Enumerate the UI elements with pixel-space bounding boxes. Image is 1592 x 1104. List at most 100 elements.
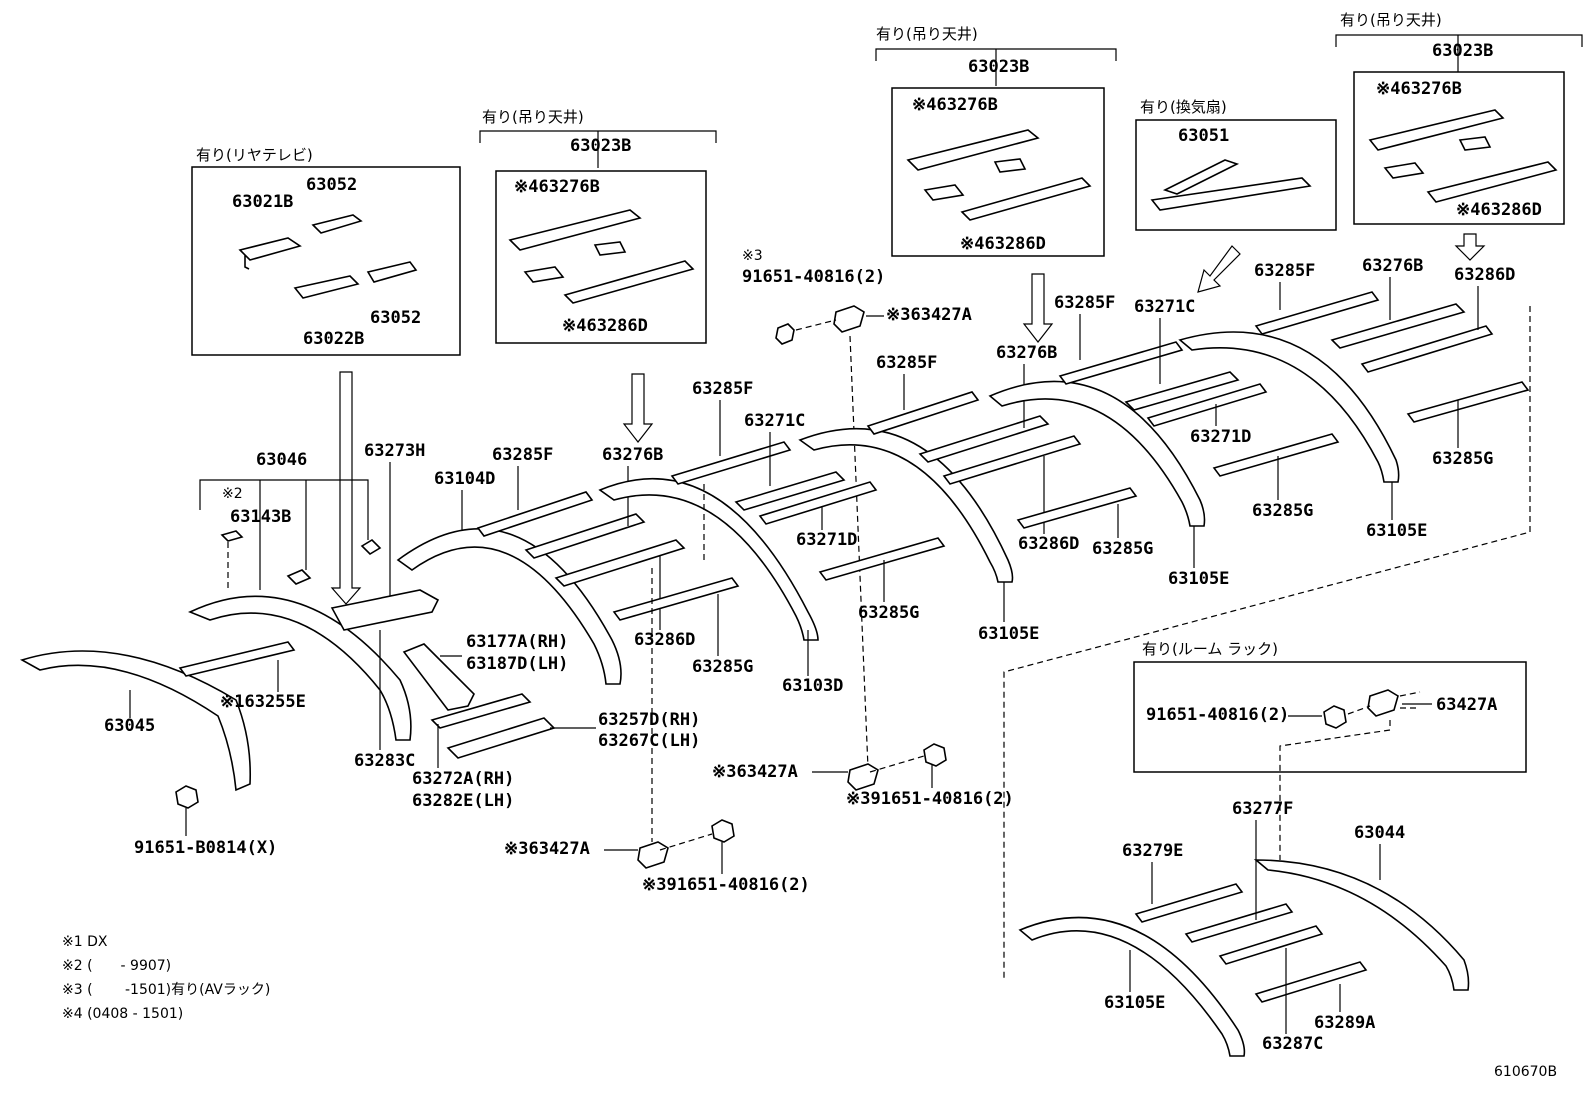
part-63286D-shape [960,177,1092,221]
dash-outline [1003,306,1531,980]
label-63052-b: 63052 [370,308,421,328]
part-63286D-shape [1360,325,1494,373]
spacer-shape [523,241,627,283]
part-63272A-shape [430,693,532,729]
bolt-icon [711,819,735,843]
label-63105E-4: 63105E [1104,993,1165,1013]
label-63045: 63045 [104,716,155,736]
group-roof-rack: 有り(ルーム ラック) 91651-40816(2) 63427A [1133,640,1527,860]
label-note-2: ※2 [222,486,243,502]
part-63285F-shape [476,491,594,537]
dash-line [849,335,869,769]
label-63286D-box2: ※463286D [960,234,1046,254]
label-63104D: 63104D [434,469,495,489]
label-63105E-2: 63105E [1168,569,1229,589]
group-label-hanging-ceiling-1: 有り(吊り天井) [482,108,584,126]
clip-shape [286,569,312,585]
label-63272A: 63272A(RH) [412,769,514,789]
label-63276B-3: 63276B [1362,256,1423,276]
group-label-hanging-ceiling-3: 有り(吊り天井) [1340,11,1442,29]
label-63285G-3: 63285G [1092,539,1153,559]
label-63427A-top: ※363427A [886,305,972,325]
label-63143B: 63143B [230,507,291,527]
label-63427A-low: ※363427A [504,839,590,859]
note-1: ※1 DX [62,934,108,950]
label-63105E-3: 63105E [1366,521,1427,541]
label-63279E: 63279E [1122,841,1183,861]
label-63273H: 63273H [364,441,425,461]
label-63255E: ※163255E [220,692,306,712]
label-63282E: 63282E(LH) [412,791,514,811]
label-bolt-mid: ※391651-40816(2) [846,789,1014,809]
label-63022B: 63022B [303,329,364,349]
label-63285F-1: 63285F [492,445,553,465]
label-63044: 63044 [1354,823,1405,843]
part-63021B-shape [238,237,302,270]
label-63289A: 63289A [1314,1013,1375,1033]
group-box-roof-rack [1133,661,1527,773]
group-box-hanging-ceiling-1 [495,170,707,344]
arrow-down-icon [622,373,654,443]
label-63286D-box1: ※463286D [562,316,648,336]
label-63286D-top: 63286D [1454,265,1515,285]
label-63285F-4: 63285F [1054,293,1115,313]
part-63286D-shape [942,435,1082,485]
group-label-rear-tv: 有り(リヤテレビ) [196,146,313,164]
label-63286D-1: 63286D [634,630,695,650]
part-63276B-shape [508,209,642,251]
label-63271D-1: 63271D [796,530,857,550]
label-63427A-rack: 63427A [1436,695,1497,715]
label-63286D-2: 63286D [1018,534,1079,554]
part-63052-shape-a [311,214,363,234]
part-63255E-shape [178,641,296,677]
label-63285F-5: 63285F [1254,261,1315,281]
part-63285G-shape [818,537,946,581]
part-63277F-shape [1184,903,1294,943]
dash-line [795,319,837,331]
label-63285G-2: 63285G [858,603,919,623]
bolt-icon [923,743,947,767]
part-63285F-shape [1254,291,1380,335]
lower-right-parts: 63105E 63044 63279E 63277F 63289A 63287C [1018,799,1470,1057]
label-63046: 63046 [256,450,307,470]
label-bolt-rack: 91651-40816(2) [1146,705,1289,725]
part-63271C-shape [1124,371,1240,411]
bracket-icon [1367,689,1399,717]
label-63276B-box1: ※463276B [514,177,600,197]
part-63105E-shape [1018,916,1246,1057]
group-box-hanging-ceiling-2 [891,87,1105,257]
part-63271D-shape [1146,383,1268,427]
part-63276B-shape [918,415,1050,463]
part-63276B-shape [524,513,646,559]
label-63271D-2: 63271D [1190,427,1251,447]
label-note-3: ※3 [742,248,763,264]
part-63105E-shape [1178,331,1400,483]
label-63103D: 63103D [782,676,843,696]
bracket-line [1335,34,1583,47]
part-63285G-shape [1212,433,1340,477]
group-box-hanging-ceiling-3 [1353,71,1565,225]
part-63044-shape [1253,859,1470,991]
bracket-icon [833,305,865,333]
part-63279E-shape [1134,883,1244,923]
part-63022B-shape [293,275,360,299]
clip-shape [360,538,382,556]
label-63286D-box3: ※463286D [1456,200,1542,220]
group-box-rear-tv [191,166,461,356]
part-63105E-shape [798,427,1014,583]
label-bolt-low: ※391651-40816(2) [642,875,810,895]
label-bolt-top: 91651-40816(2) [742,267,885,287]
group-label-hanging-ceiling-2: 有り(吊り天井) [876,25,978,43]
part-63276B-shape [1330,303,1466,349]
group-hanging-ceiling-2: 有り(吊り天井) 63023B ※463276B ※463286D [875,25,1117,257]
part-63257D-shape [446,717,556,759]
part-63051-shape [1150,159,1312,211]
part-63046-shape [187,595,412,741]
arrow-down-icon [1454,233,1486,261]
part-63052-shape-b [366,261,418,283]
label-63177A: 63177A(RH) [466,632,568,652]
label-63021B: 63021B [232,192,293,212]
label-63277F: 63277F [1232,799,1293,819]
spacer-shape [1383,136,1492,179]
